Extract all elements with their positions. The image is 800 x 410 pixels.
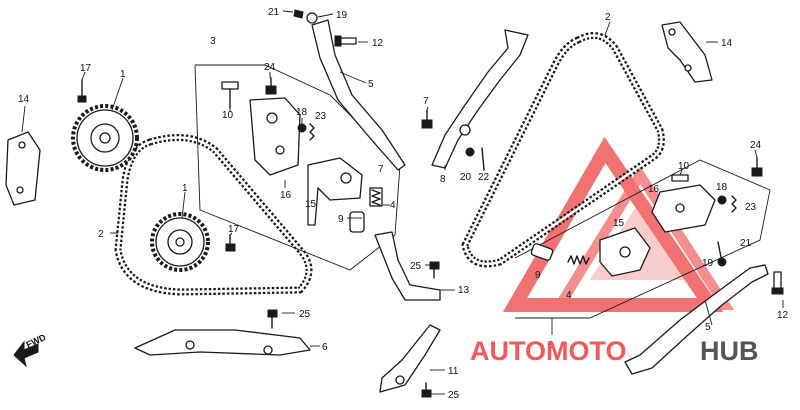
callout: 17 (80, 63, 92, 74)
callout: 22 (478, 172, 490, 183)
callout: 18 (296, 107, 308, 118)
callout: 23 (745, 202, 757, 213)
callout: 15 (613, 218, 625, 229)
callout: 4 (390, 200, 396, 211)
callout: 13 (458, 285, 470, 296)
tensioner-body-16-right (651, 184, 716, 233)
lower-chain-guide-6 (134, 329, 311, 356)
plunger-9-left (349, 211, 365, 233)
chain-guide-5-left (311, 19, 406, 171)
right-timing-chain (461, 32, 665, 268)
bolt-17-lower (225, 234, 236, 252)
forward-arrow-icon (13, 340, 39, 368)
callout: 9 (535, 270, 541, 281)
spring-23-left (309, 123, 315, 141)
tensioner-spring-4-left (369, 187, 383, 207)
callout: 16 (648, 184, 660, 195)
bolt-24-left (265, 77, 277, 95)
callout: 7 (378, 164, 384, 175)
bolt-25-bottom (421, 382, 432, 398)
callout: 20 (460, 172, 472, 183)
guide-bracket-14-right (661, 21, 713, 83)
plunger-9-right (530, 243, 554, 261)
callout: 3 (210, 36, 216, 47)
callout: 4 (566, 290, 572, 301)
washer-19-left (306, 12, 318, 24)
callout: 8 (440, 174, 446, 185)
pin-22-right (481, 147, 485, 171)
callout: 2 (98, 229, 104, 240)
callout: 24 (264, 62, 276, 73)
callout: 6 (322, 342, 328, 353)
chain-guide-5-right (624, 264, 769, 375)
callout: 1 (120, 69, 126, 80)
callout: 19 (702, 258, 714, 269)
callout: 21 (268, 7, 280, 18)
upper-cam-sprocket-left (71, 104, 139, 172)
callout: 10 (678, 161, 690, 172)
bolt-12-right (771, 271, 784, 295)
callout: 12 (777, 310, 789, 321)
bolt-17-upper (77, 79, 87, 103)
callout: 25 (410, 261, 422, 272)
callout: 14 (721, 38, 733, 49)
callout: 2 (605, 12, 611, 23)
tensioner-group-outline-right (514, 159, 771, 319)
bolt-25-lower-guide (267, 309, 278, 329)
bolt-10-left (221, 81, 239, 109)
callout: 25 (448, 390, 460, 401)
watermark-text-primary: AUTOMOTO (470, 336, 627, 366)
callout: 7 (423, 96, 429, 107)
callout: 25 (299, 309, 311, 320)
bolt-25-mid (429, 261, 440, 279)
callout: 9 (338, 214, 344, 225)
callout: 3 (548, 340, 554, 351)
callout: 1 (182, 183, 188, 194)
clip-21-left (293, 9, 304, 19)
callout: 14 (18, 94, 30, 105)
tensioner-spring-4-right (567, 255, 590, 265)
chain-guide-11 (379, 324, 441, 393)
left-timing-chain (114, 134, 313, 296)
callout: 19 (336, 10, 348, 21)
lower-cam-sprocket-left (150, 212, 210, 272)
callout: 16 (280, 190, 292, 201)
callout: 10 (222, 110, 234, 121)
washer-18-right (717, 195, 727, 205)
washer-19-right (717, 257, 727, 267)
washer-18-left (297, 123, 307, 133)
callout: 18 (716, 182, 728, 193)
leader-lines (21, 10, 784, 395)
callout: 15 (305, 199, 317, 210)
tensioner-arm-15-right (599, 227, 651, 277)
bolt-7-right (421, 109, 433, 129)
callout: 5 (368, 79, 374, 90)
washer-20-right (465, 147, 475, 157)
callout: 12 (372, 38, 384, 49)
callout: 21 (740, 238, 752, 249)
tensioner-body-16-left (249, 97, 301, 176)
bolt-24-right (751, 157, 763, 177)
bolt-10-right (671, 174, 689, 182)
callout: 17 (228, 224, 240, 235)
spring-23-right (731, 195, 737, 213)
callout: 5 (705, 322, 711, 333)
tensioner-group-outline-left (194, 64, 401, 271)
bolt-12-left (334, 35, 357, 47)
callout: 11 (448, 366, 459, 377)
callout-labels: 21 19 3 12 17 1 24 5 14 10 18 23 1 16 7 … (18, 7, 789, 401)
guide-bracket-14-left (5, 131, 41, 206)
callout: 24 (750, 140, 762, 151)
tensioner-arm-15-left (307, 157, 363, 226)
callout: 23 (315, 111, 327, 122)
watermark-text-secondary: HUB (700, 336, 759, 366)
